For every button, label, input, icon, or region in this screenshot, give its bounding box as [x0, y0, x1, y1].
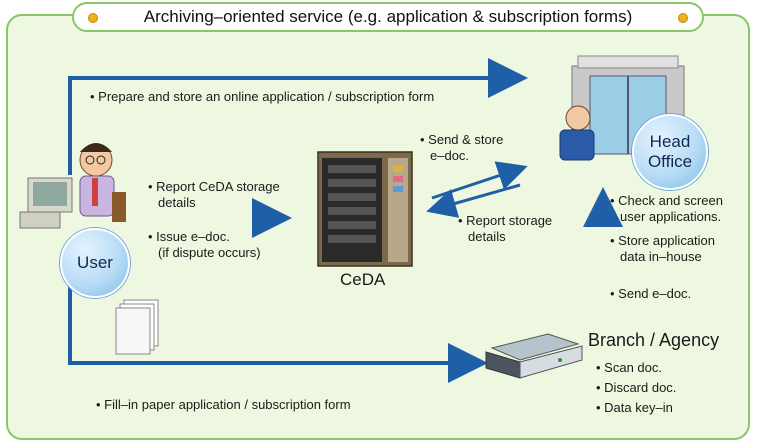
branch-task-discard: • Discard doc. [596, 380, 677, 395]
store-app-label-1: • Store application [610, 233, 716, 248]
arrow-prepare [68, 58, 528, 175]
send-edoc-label: • Send e–doc. [610, 286, 692, 301]
diagram-title: Archiving–oriented service (e.g. applica… [72, 2, 704, 32]
arrow-fill-in [68, 285, 488, 383]
title-left-bullet-icon [88, 13, 98, 23]
arrow-head-to-ceda [426, 183, 521, 218]
report-ceda-label-1: • Report CeDA storage [148, 179, 280, 194]
report-ceda-label-2: details [158, 195, 196, 210]
issue-edoc-label-1: • Issue e–doc. [148, 229, 230, 244]
head-office-label-line1: Head [649, 132, 691, 151]
ceda-server-illustration [317, 151, 413, 267]
branch-task-data-key-in: • Data key–in [596, 400, 673, 415]
title-right-bullet-icon [678, 13, 688, 23]
check-screen-label-2: user applications. [620, 209, 722, 224]
paper-stack-illustration [115, 299, 159, 355]
store-app-label-2: data in–house [620, 249, 702, 264]
scanner-illustration [485, 333, 583, 379]
report-storage-label-2: details [468, 229, 506, 244]
check-screen-label-1: • Check and screen [610, 193, 723, 208]
report-storage-label-1: • Report storage [458, 213, 553, 228]
arrow-ceda-to-head [431, 161, 528, 200]
issue-edoc-label-2: (if dispute occurs) [158, 245, 261, 260]
prepare-store-label: • Prepare and store an online applicatio… [90, 89, 435, 104]
user-node: User [60, 228, 130, 298]
head-office-label-line2: Office [647, 152, 693, 171]
branch-task-scan: • Scan doc. [596, 360, 662, 375]
send-store-label-1: • Send & store [420, 132, 504, 147]
user-computer-illustration [19, 143, 126, 229]
user-node-label: User [77, 253, 113, 272]
send-store-label-2: e–doc. [430, 148, 470, 163]
ceda-label: CeDA [340, 270, 386, 289]
fill-in-paper-label: • Fill–in paper application / subscripti… [96, 397, 351, 412]
head-office-node: Head Office [632, 114, 708, 190]
diagram-title-text: Archiving–oriented service (e.g. applica… [143, 7, 633, 26]
branch-agency-label: Branch / Agency [588, 330, 720, 350]
